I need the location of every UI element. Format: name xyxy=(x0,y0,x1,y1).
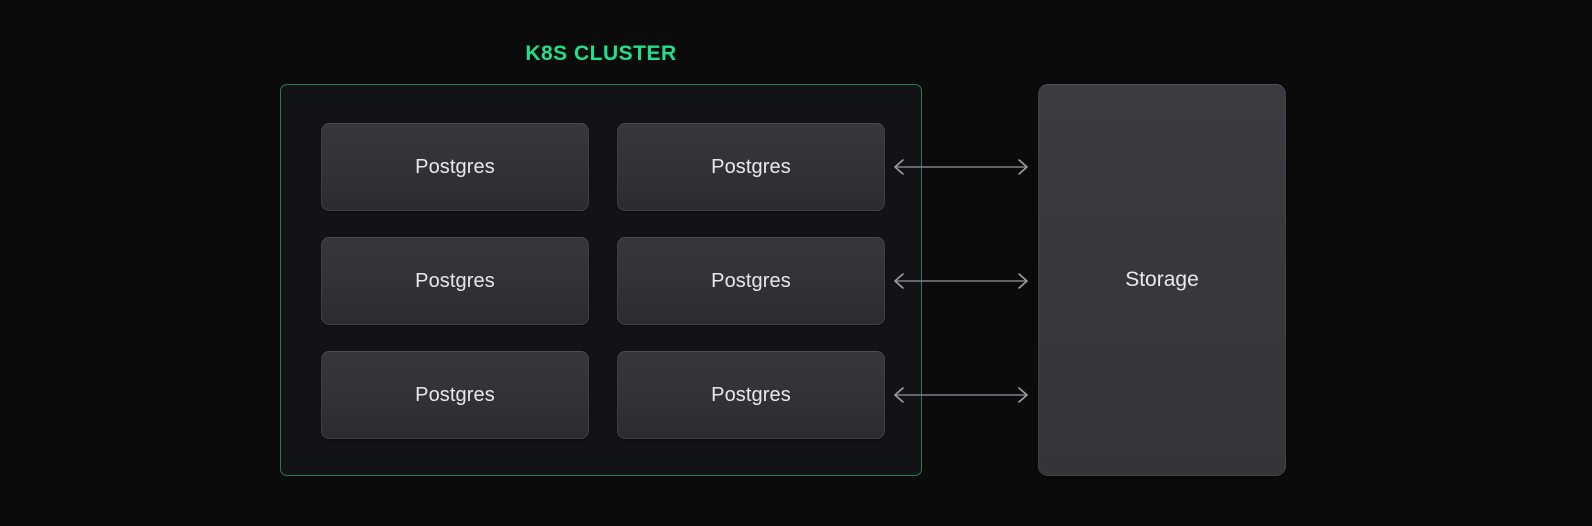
postgres-pod[interactable]: Postgres xyxy=(321,123,589,211)
pod-label: Postgres xyxy=(415,384,495,406)
storage-node[interactable]: Storage xyxy=(1038,84,1286,476)
postgres-pod[interactable]: Postgres xyxy=(321,237,589,325)
cluster-title: K8S CLUSTER xyxy=(525,42,677,65)
pod-label: Postgres xyxy=(711,156,791,178)
postgres-pod-grid: Postgres Postgres Postgres Postgres Post… xyxy=(321,123,885,439)
pod-label: Postgres xyxy=(415,156,495,178)
k8s-cluster-boundary: Postgres Postgres Postgres Postgres Post… xyxy=(280,84,922,476)
postgres-pod[interactable]: Postgres xyxy=(617,123,885,211)
pod-label: Postgres xyxy=(415,270,495,292)
postgres-pod[interactable]: Postgres xyxy=(617,237,885,325)
postgres-pod[interactable]: Postgres xyxy=(321,351,589,439)
pod-label: Postgres xyxy=(711,384,791,406)
postgres-pod[interactable]: Postgres xyxy=(617,351,885,439)
pod-label: Postgres xyxy=(711,270,791,292)
storage-label: Storage xyxy=(1125,268,1199,291)
